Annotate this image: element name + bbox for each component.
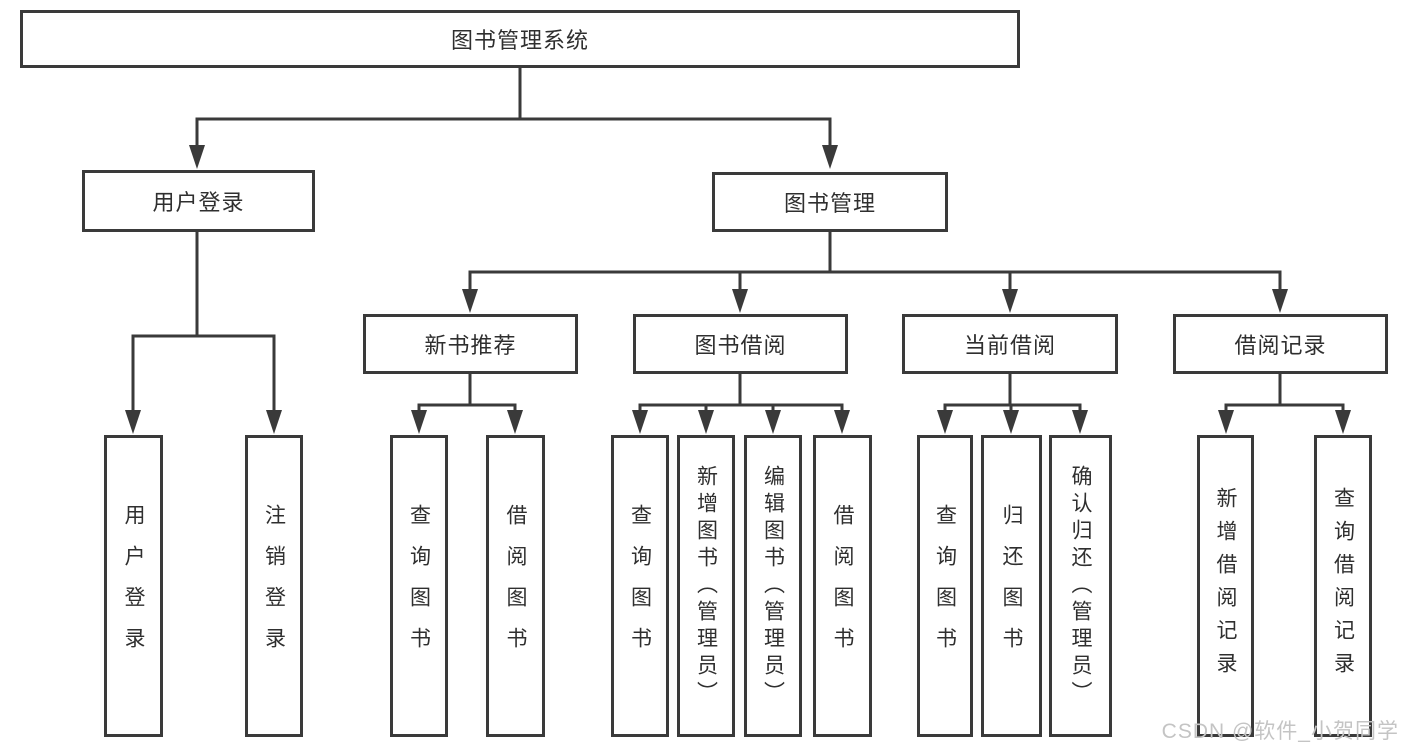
node-label: 借阅记录 — [1234, 333, 1327, 358]
node-label: 当前借阅 — [963, 333, 1056, 358]
leaf-label: 借阅图书 — [504, 504, 527, 668]
leaf-label: 查询图书 — [628, 504, 652, 668]
node-label: 新书推荐 — [424, 333, 517, 358]
leaf-query-borrow-record: 查询借阅记录 — [1314, 435, 1372, 737]
leaf-label: 查询借阅记录 — [1331, 487, 1355, 685]
leaf-edit-book-admin: 编辑图书（管理员） — [744, 435, 802, 737]
leaf-label: 新增借阅记录 — [1214, 487, 1237, 685]
node-book-management: 图书管理 — [712, 172, 948, 232]
csdn-watermark: CSDN @软件_小贺同学 — [1161, 720, 1399, 743]
leaf-query-books-current: 查询图书 — [917, 435, 973, 737]
node-book-borrowing: 图书借阅 — [633, 314, 848, 374]
leaf-label: 查询图书 — [407, 504, 431, 668]
leaf-label: 编辑图书（管理员） — [761, 464, 785, 708]
leaf-label: 查询图书 — [933, 504, 957, 668]
node-borrow-records: 借阅记录 — [1173, 314, 1388, 374]
node-current-borrowing: 当前借阅 — [902, 314, 1118, 374]
leaf-query-books-borrow: 查询图书 — [611, 435, 669, 737]
leaf-label: 新增图书（管理员） — [694, 464, 718, 708]
leaf-logout: 注销登录 — [245, 435, 303, 737]
node-root-system: 图书管理系统 — [20, 10, 1020, 68]
leaf-return-book: 归还图书 — [981, 435, 1042, 737]
leaf-query-books-recommend: 查询图书 — [390, 435, 448, 737]
node-user-login: 用户登录 — [82, 170, 315, 232]
node-label: 用户登录 — [152, 190, 245, 215]
leaf-user-login: 用户登录 — [104, 435, 163, 737]
leaf-label: 借阅图书 — [831, 504, 854, 668]
leaf-label: 注销登录 — [262, 504, 286, 668]
leaf-add-book-admin: 新增图书（管理员） — [677, 435, 735, 737]
leaf-add-borrow-record: 新增借阅记录 — [1197, 435, 1254, 737]
leaf-borrow-books: 借阅图书 — [813, 435, 872, 737]
leaf-label: 归还图书 — [1000, 504, 1023, 668]
leaf-label: 确认归还（管理员） — [1069, 464, 1092, 708]
node-label: 图书借阅 — [694, 333, 787, 358]
leaf-borrow-books-recommend: 借阅图书 — [486, 435, 545, 737]
node-label: 图书管理系统 — [450, 28, 589, 53]
leaf-label: 用户登录 — [122, 504, 145, 668]
node-label: 图书管理 — [783, 191, 876, 216]
node-new-book-recommend: 新书推荐 — [363, 314, 578, 374]
leaf-confirm-return-admin: 确认归还（管理员） — [1049, 435, 1112, 737]
